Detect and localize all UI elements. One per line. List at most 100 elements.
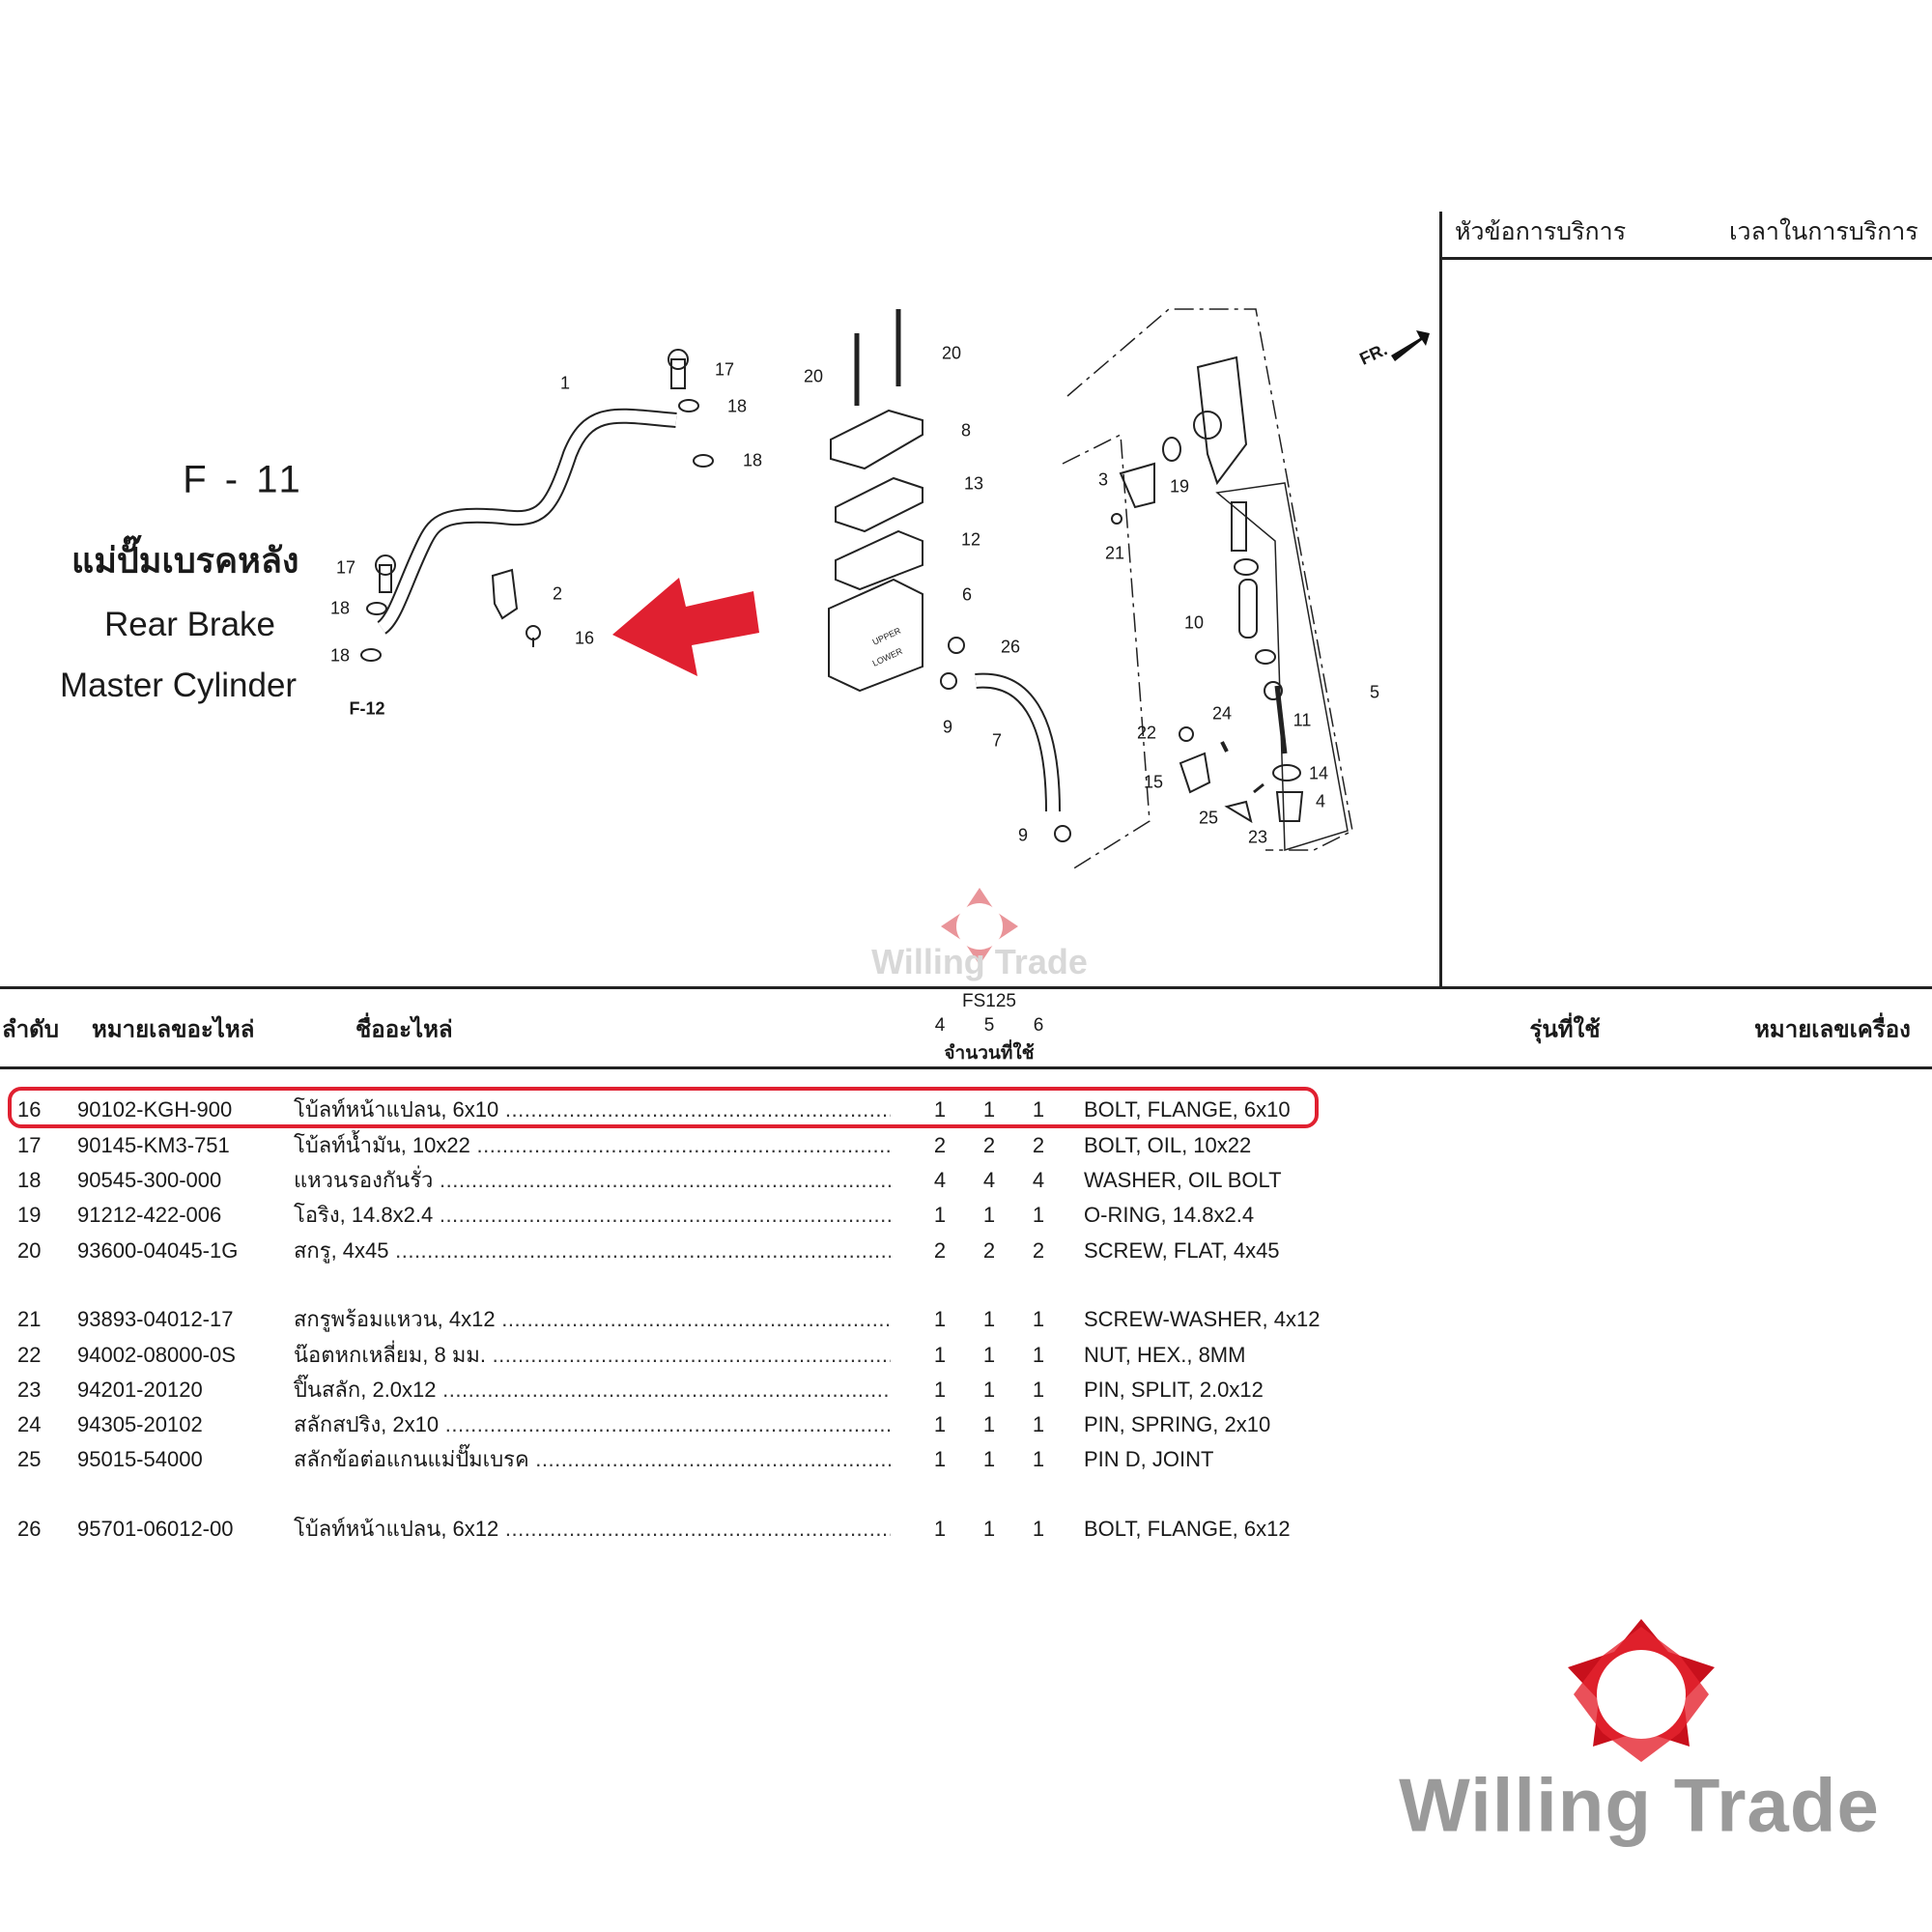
callout-number: 24 [1211, 703, 1233, 724]
quantity-5: 4 [982, 1168, 996, 1192]
quantity-6: 1 [1032, 1378, 1045, 1402]
quantity-4: 1 [933, 1203, 947, 1227]
quantity-6: 1 [1032, 1343, 1045, 1367]
header-part-name: ชื่ออะไหล่ [355, 1016, 453, 1043]
quantity-4: 2 [933, 1238, 947, 1263]
callout-number: 23 [1247, 827, 1268, 847]
callout-number: 8 [960, 420, 972, 440]
part-name-english: SCREW-WASHER, 4x12 [1084, 1307, 1321, 1331]
callout-number: 20 [941, 343, 962, 363]
part-number: 94201-20120 [77, 1378, 203, 1402]
part-number: 94305-20102 [77, 1412, 203, 1436]
part-name-thai: โอริง, 14.8x2.4 [294, 1198, 891, 1233]
part-name-thai: โบ้ลท์น้ำมัน, 10x22 [294, 1128, 891, 1163]
callout-number: 22 [1136, 723, 1157, 743]
row-number: 24 [17, 1412, 42, 1436]
header-variant-5: 5 [983, 1015, 995, 1036]
part-name-thai: แหวนรองกันรั่ว [294, 1163, 891, 1198]
part-name-english: SCREW, FLAT, 4x45 [1084, 1238, 1280, 1263]
header-no: ลำดับ [2, 1016, 60, 1043]
callout-number: 25 [1198, 808, 1219, 828]
oil-bolt-17-left [379, 564, 392, 593]
quantity-6: 1 [1032, 1203, 1045, 1227]
callout-number: 17 [335, 557, 356, 578]
pin-24 [1220, 741, 1229, 753]
callout-number: 5 [1369, 682, 1380, 702]
washer-18 [678, 399, 699, 412]
header-model: FS125 [962, 991, 1016, 1011]
pin-25 [1224, 800, 1253, 824]
part-number: 93600-04045-1G [77, 1238, 239, 1263]
quantity-4: 1 [933, 1517, 947, 1541]
callout-number: 17 [714, 359, 735, 380]
clip-9 [940, 672, 957, 690]
part-name-english: O-RING, 14.8x2.4 [1084, 1203, 1255, 1227]
callout-number: 1 [559, 373, 571, 393]
quantity-5: 1 [982, 1378, 996, 1402]
washer-18 [693, 454, 714, 468]
callout-number: 18 [726, 396, 748, 416]
callout-number: 18 [742, 450, 763, 470]
header-qty: จำนวนที่ใช้ [944, 1043, 1035, 1064]
spring [1231, 501, 1247, 552]
header-part-no: หมายเลขอะไหล่ [92, 1016, 255, 1043]
table-row[interactable]: 1890545-300-000แหวนรองกันรั่ว444WASHER, … [0, 1163, 1352, 1198]
callout-number: 18 [329, 598, 351, 618]
bolt-16 [526, 625, 541, 640]
part-name-thai: สลักข้อต่อแกนแม่ปั๊มเบรค [294, 1442, 891, 1477]
table-row[interactable]: 2595015-54000สลักข้อต่อแกนแม่ปั๊มเบรค111… [0, 1442, 1352, 1477]
callout-number: 9 [942, 717, 953, 737]
quantity-6: 2 [1032, 1133, 1045, 1157]
exploded-parts-diagram: UPPER LOWER [360, 308, 1430, 965]
quantity-4: 4 [933, 1168, 947, 1192]
part-name-english: PIN D, JOINT [1084, 1447, 1214, 1471]
part-name-thai: สกรู, 4x45 [294, 1234, 891, 1268]
part-name-english: PIN, SPLIT, 2.0x12 [1084, 1378, 1264, 1402]
part-name-english: BOLT, FLANGE, 6x12 [1084, 1517, 1291, 1541]
header-variant-6: 6 [1033, 1015, 1044, 1036]
quantity-4: 1 [933, 1447, 947, 1471]
quantity-6: 1 [1032, 1307, 1045, 1331]
callout-number: 12 [960, 529, 981, 550]
front-direction-arrow-icon [1391, 330, 1430, 361]
watermark-brand-text: Willing Trade [871, 942, 1088, 981]
row-number: 16 [17, 1097, 42, 1122]
service-topic-header: หัวข้อการบริการ [1455, 218, 1627, 245]
table-top-line [0, 986, 1932, 989]
row-number: 21 [17, 1307, 42, 1331]
part-name-thai: โบ้ลท์หน้าแปลน, 6x12 [294, 1512, 891, 1547]
callout-number: 6 [961, 584, 973, 605]
quantity-4: 1 [933, 1097, 947, 1122]
row-number: 26 [17, 1517, 42, 1541]
quantity-4: 1 [933, 1412, 947, 1436]
callout-number: 15 [1143, 772, 1164, 792]
part-name-english: PIN, SPRING, 2x10 [1084, 1412, 1271, 1436]
reference-label: F-12 [349, 698, 385, 719]
quantity-6: 1 [1032, 1097, 1045, 1122]
quantity-5: 1 [982, 1203, 996, 1227]
quantity-4: 1 [933, 1343, 947, 1367]
part-name-english: WASHER, OIL BOLT [1084, 1168, 1282, 1192]
reservoir-6 [828, 578, 923, 693]
part-number: 95701-06012-00 [77, 1517, 234, 1541]
quantity-5: 2 [982, 1238, 996, 1263]
part-number: 90145-KM3-751 [77, 1133, 230, 1157]
row-number: 22 [17, 1343, 42, 1367]
figure-title-english-1: Rear Brake [104, 606, 276, 643]
part-name-thai: สลักสปริง, 2x10 [294, 1407, 891, 1442]
boot-4 [1275, 791, 1304, 822]
figure-title-thai: แม่ปั๊มเบรคหลัง [71, 540, 299, 581]
reservoir-lower-label: LOWER [871, 646, 905, 668]
master-cylinder-body [1196, 355, 1248, 486]
figure-title-english-2: Master Cylinder [60, 667, 298, 704]
quantity-6: 1 [1032, 1412, 1045, 1436]
